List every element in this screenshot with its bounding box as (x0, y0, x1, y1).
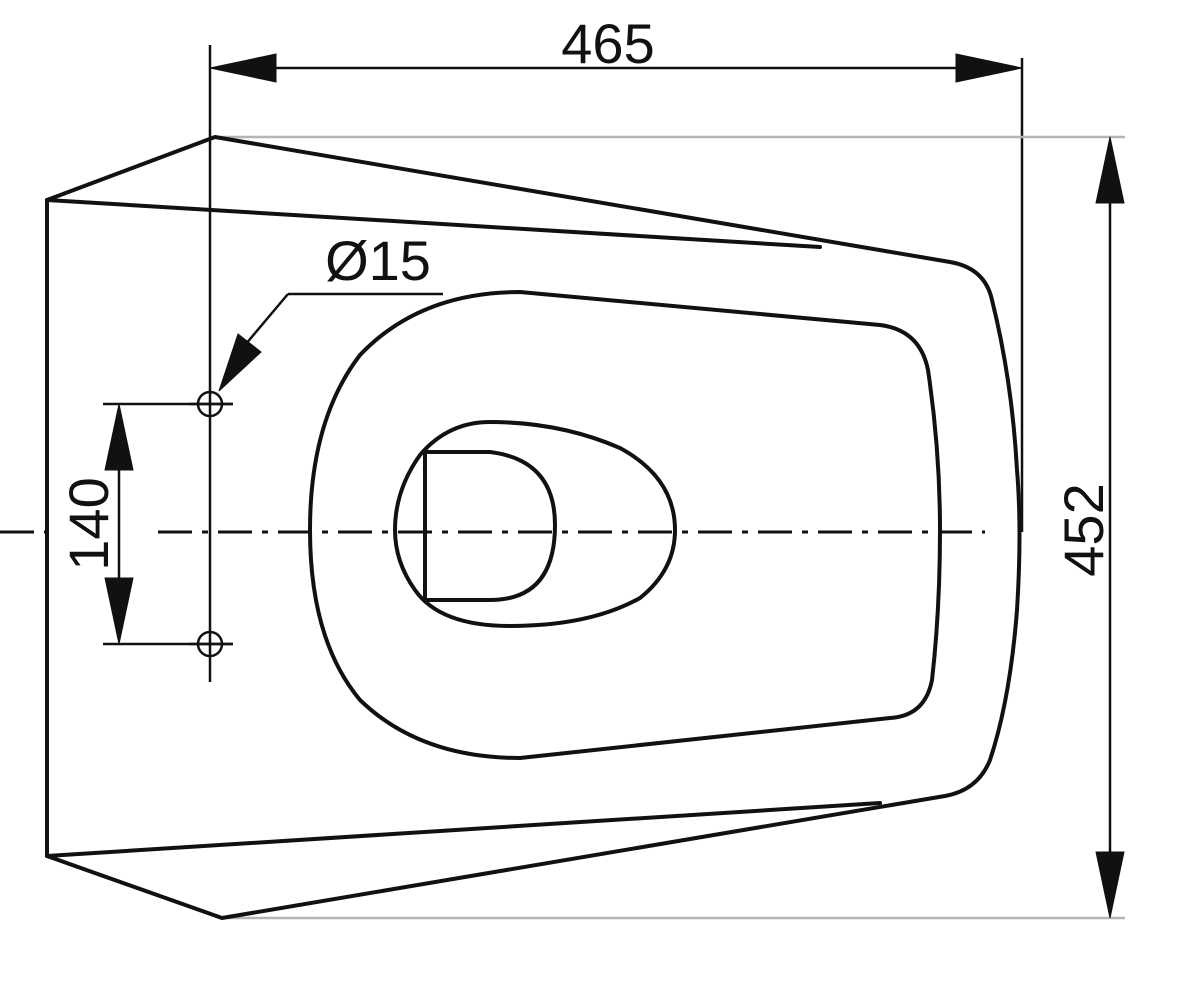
mounting-holes (190, 390, 233, 658)
inner-bowl (393, 420, 677, 628)
top-inner-edge (45, 198, 822, 249)
bottom-outer-edge (45, 794, 947, 920)
height-dimension-label: 452 (1052, 483, 1115, 576)
extension-lines (103, 45, 1125, 920)
top-outer-edge (45, 135, 994, 302)
hole-spacing-arrow-bottom (104, 577, 134, 645)
height-dimension: 452 (1052, 136, 1125, 919)
hole-spacing-dimension: 140 (57, 403, 134, 645)
height-arrow-bottom (1095, 851, 1125, 919)
hole-diameter-label: Ø15 (325, 229, 431, 292)
width-dimension-label: 465 (561, 12, 654, 75)
bowl-rim (308, 290, 942, 760)
width-arrow-right (955, 53, 1023, 83)
drain-opening (423, 450, 557, 602)
hole-spacing-label: 140 (57, 477, 120, 570)
width-dimension: 465 (209, 12, 1023, 83)
height-arrow-top (1095, 136, 1125, 204)
diameter-leader-line (244, 293, 289, 346)
toilet-outer-body (45, 135, 1022, 920)
width-arrow-left (209, 53, 277, 83)
diameter-leader-arrow (218, 333, 262, 392)
bottom-inner-edge (45, 801, 882, 858)
hole-spacing-arrow-top (104, 403, 134, 471)
hole-diameter-leader: Ø15 (218, 229, 443, 392)
front-edge (943, 298, 1022, 798)
